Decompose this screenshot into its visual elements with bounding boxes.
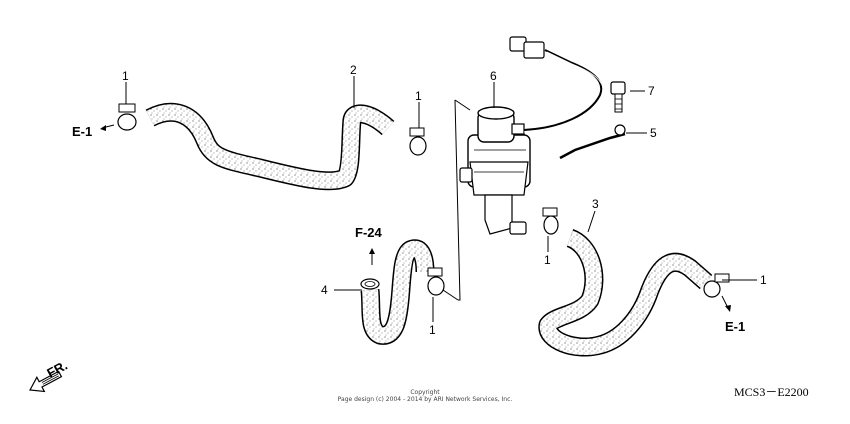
hose-clamp-1a[interactable]: [117, 103, 137, 131]
callout-3: 3: [592, 197, 599, 211]
callout-1d: 1: [429, 323, 436, 337]
ref-e1-right: E-1: [725, 319, 745, 334]
callout-5: 5: [650, 126, 657, 140]
hose-part-3[interactable]: [538, 229, 713, 357]
front-direction-arrow-icon: [29, 370, 63, 393]
callout-1e: 1: [760, 273, 767, 287]
callout-1c: 1: [544, 253, 551, 267]
hose-clamp-1d[interactable]: [427, 267, 445, 296]
callout-1a: 1: [122, 69, 129, 83]
hose-part-4[interactable]: [360, 239, 435, 345]
copyright-line-1: Copyright: [410, 389, 440, 396]
hose-part-2[interactable]: [145, 102, 395, 191]
ref-arrows: [100, 124, 731, 312]
callout-6: 6: [490, 69, 497, 83]
hose-clamp-1c[interactable]: [542, 207, 559, 235]
ref-f24: F-24: [355, 225, 383, 240]
diagram-code: MCS3－E2200: [734, 385, 809, 399]
callout-2: 2: [350, 63, 357, 77]
air-injection-valve-part-6[interactable]: [442, 99, 531, 301]
valve-wire-connector[interactable]: [509, 36, 604, 133]
callout-7: 7: [648, 84, 655, 98]
hose-clamp-1b[interactable]: [409, 127, 427, 156]
hose-clamp-1e[interactable]: [703, 273, 730, 298]
callout-4: 4: [321, 283, 328, 297]
leader-lines: [125, 76, 757, 322]
copyright-line-2: Page design (c) 2004 - 2014 by ARI Netwo…: [338, 396, 513, 403]
bolt-part-7[interactable]: [610, 81, 626, 113]
callout-1b: 1: [415, 89, 422, 103]
ref-e1-left: E-1: [72, 124, 92, 139]
wire-clip-part-5[interactable]: [559, 124, 626, 160]
